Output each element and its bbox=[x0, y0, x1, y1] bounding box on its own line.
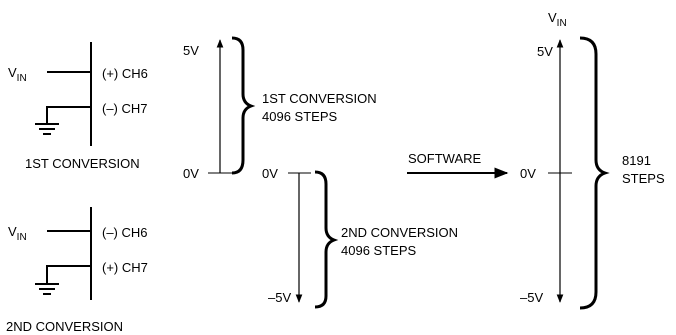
second-vin-label: VIN bbox=[8, 224, 27, 243]
first-range-bottom-label: 0V bbox=[183, 166, 199, 181]
first-vin-label: VIN bbox=[8, 65, 27, 84]
first-pin-top-label: (+) CH6 bbox=[102, 66, 148, 81]
first-range-brace bbox=[231, 36, 256, 175]
first-range-top-label: 5V bbox=[183, 43, 199, 58]
combined-top-label: 5V bbox=[537, 44, 553, 59]
combined-mid-label: 0V bbox=[520, 166, 536, 181]
combined-brace-line2: STEPS bbox=[622, 171, 665, 186]
combined-range: VIN 5V 0V –5V 8191 STEPS bbox=[520, 10, 665, 310]
first-pin-bottom-label: (–) CH7 bbox=[102, 101, 148, 116]
first-range: 5V 0V 1ST CONVERSION 4096 STEPS bbox=[183, 36, 377, 181]
second-pin-bottom-label: (+) CH7 bbox=[102, 260, 148, 275]
combined-range-brace bbox=[579, 36, 610, 310]
second-range: 0V –5V 2ND CONVERSION 4096 STEPS bbox=[262, 166, 458, 309]
first-ground-icon bbox=[35, 123, 59, 135]
second-range-bottom-label: –5V bbox=[268, 290, 291, 305]
second-ground-wire bbox=[46, 265, 91, 283]
first-range-brace-line1: 1ST CONVERSION bbox=[262, 91, 377, 106]
second-input-circuit: VIN (–) CH6 (+) CH7 2ND CONVERSION bbox=[6, 207, 148, 334]
combined-bottom-label: –5V bbox=[520, 290, 543, 305]
second-pin-top-label: (–) CH6 bbox=[102, 225, 148, 240]
second-range-brace bbox=[314, 170, 339, 309]
combined-vin-label: VIN bbox=[548, 10, 567, 29]
second-range-top-label: 0V bbox=[262, 166, 278, 181]
first-ground-wire bbox=[46, 106, 91, 123]
second-range-brace-line1: 2ND CONVERSION bbox=[341, 225, 458, 240]
second-ground-icon bbox=[35, 283, 59, 295]
software-label: SOFTWARE bbox=[408, 151, 482, 166]
second-conversion-caption: 2ND CONVERSION bbox=[6, 319, 123, 334]
software-transfer: SOFTWARE bbox=[407, 151, 509, 179]
first-range-brace-line2: 4096 STEPS bbox=[262, 109, 337, 124]
first-input-circuit: VIN (+) CH6 (–) CH7 1ST CONVERSION bbox=[8, 42, 148, 171]
first-conversion-caption: 1ST CONVERSION bbox=[25, 156, 140, 171]
combined-brace-line1: 8191 bbox=[622, 153, 651, 168]
second-range-brace-line2: 4096 STEPS bbox=[341, 243, 416, 258]
